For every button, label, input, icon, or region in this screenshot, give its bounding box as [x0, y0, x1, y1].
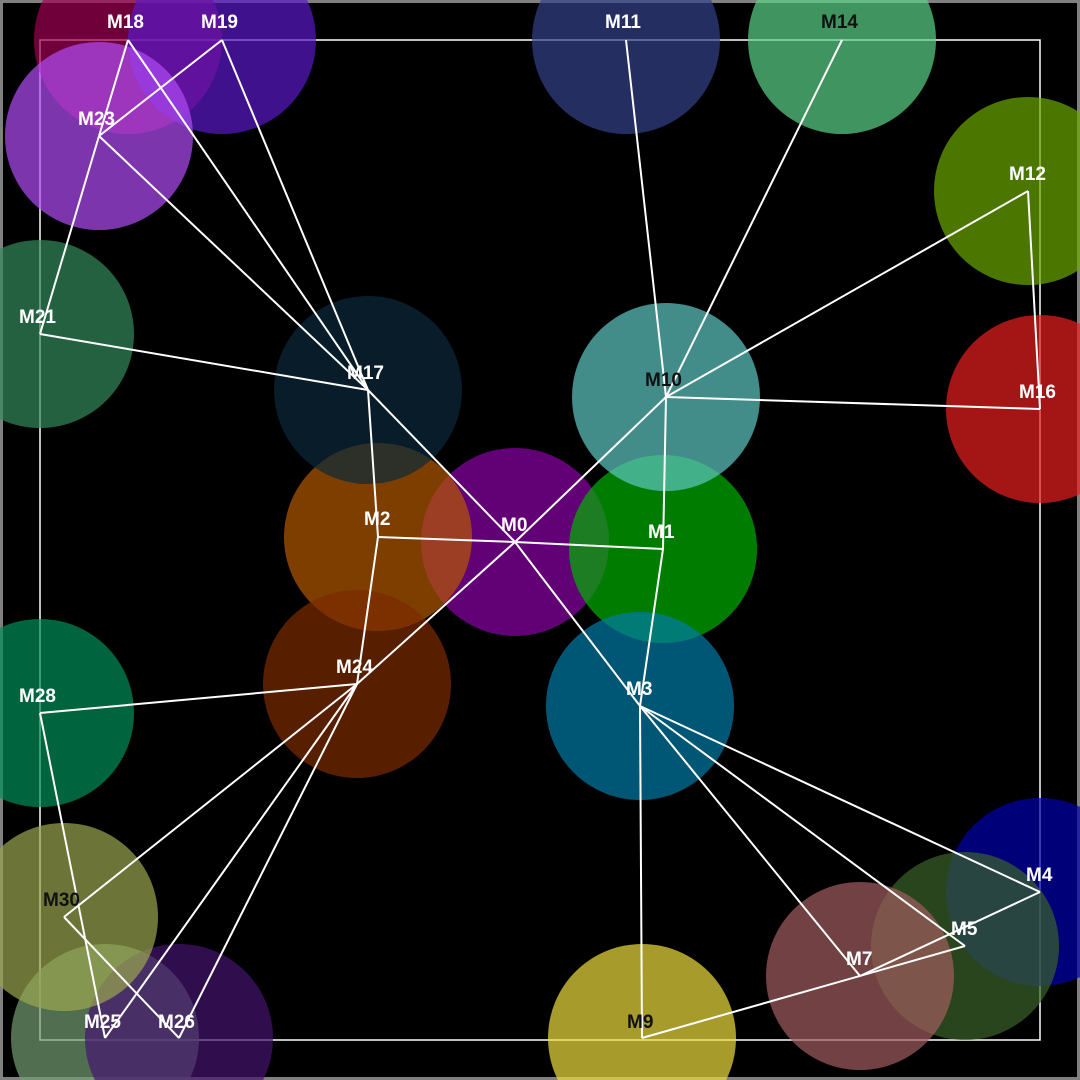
node-label-m4: M4: [1026, 865, 1053, 886]
node-label-m26: M26: [158, 1012, 195, 1033]
edge-m1-m3: [639, 548, 664, 707]
edge-layer: [39, 39, 1041, 1039]
node-label-m18: M18: [107, 12, 144, 33]
edge-m10-m16: [665, 396, 1041, 410]
node-label-m1: M1: [648, 522, 675, 543]
edge-m4-m7: [859, 891, 1041, 977]
edge-m17-m23: [98, 135, 369, 391]
node-label-m5: M5: [951, 919, 978, 940]
edge-m23-m21: [39, 135, 100, 335]
node-label-m0: M0: [501, 515, 527, 536]
edge-m0-m3: [514, 541, 641, 707]
node-label-m9: M9: [627, 1012, 653, 1033]
node-label-m16: M16: [1019, 382, 1056, 403]
edge-m0-m1: [514, 541, 664, 550]
node-circle-m14: [748, 0, 936, 134]
edge-m0-m24: [356, 541, 516, 685]
edge-m24-m25: [104, 683, 358, 1039]
edge-m3-m4: [639, 705, 1041, 893]
node-label-m21: M21: [19, 307, 56, 328]
edge-m5-m9: [641, 945, 966, 1039]
edge-m24-m30: [63, 683, 358, 918]
node-label-m11: M11: [605, 12, 641, 33]
edge-m12-m16: [1027, 190, 1041, 410]
node-label-m2: M2: [364, 509, 390, 530]
edge-m17-m19: [221, 39, 369, 391]
node-label-m30: M30: [43, 890, 80, 911]
edge-m10-m11: [625, 39, 667, 398]
node-label-m17: M17: [347, 363, 384, 384]
edge-m0-m10: [514, 396, 667, 543]
node-label-m14: M14: [821, 12, 858, 33]
edge-m3-m9: [639, 705, 643, 1039]
edge-m0-m2: [377, 536, 516, 543]
edge-m28-m25: [39, 712, 106, 1039]
edge-m10-m14: [665, 39, 843, 398]
edge-m24-m26: [178, 683, 358, 1039]
node-label-m23: M23: [78, 109, 115, 130]
edge-m17-m2: [367, 389, 379, 538]
edge-m24-m28: [39, 683, 358, 714]
node-label-m19: M19: [201, 12, 238, 33]
edge-m23-m19: [98, 39, 223, 137]
edge-m17-m18: [127, 39, 369, 391]
node-label-m25: M25: [84, 1012, 121, 1033]
node-label-m12: M12: [1009, 164, 1046, 185]
node-circle-m30: [0, 823, 158, 1011]
node-circle-m21: [0, 240, 134, 428]
node-circle-m11: [532, 0, 720, 134]
edge-m3-m7: [639, 705, 861, 977]
edge-m24-m2: [356, 536, 379, 685]
node-label-m24: M24: [336, 657, 373, 678]
node-circle-m28: [0, 619, 134, 807]
edge-m18-m23: [98, 39, 129, 137]
edge-m0-m17: [367, 389, 516, 543]
node-label-m28: M28: [19, 686, 56, 707]
edge-m10-m12: [665, 190, 1029, 398]
edge-m17-m21: [39, 333, 369, 391]
node-label-m7: M7: [846, 949, 872, 970]
node-label-m10: M10: [645, 370, 682, 391]
edge-m1-m10: [662, 396, 667, 550]
edge-m3-m5: [639, 705, 966, 947]
node-label-m3: M3: [626, 679, 652, 700]
node-circle-m12: [934, 97, 1080, 285]
edge-m30-m26: [63, 916, 180, 1039]
